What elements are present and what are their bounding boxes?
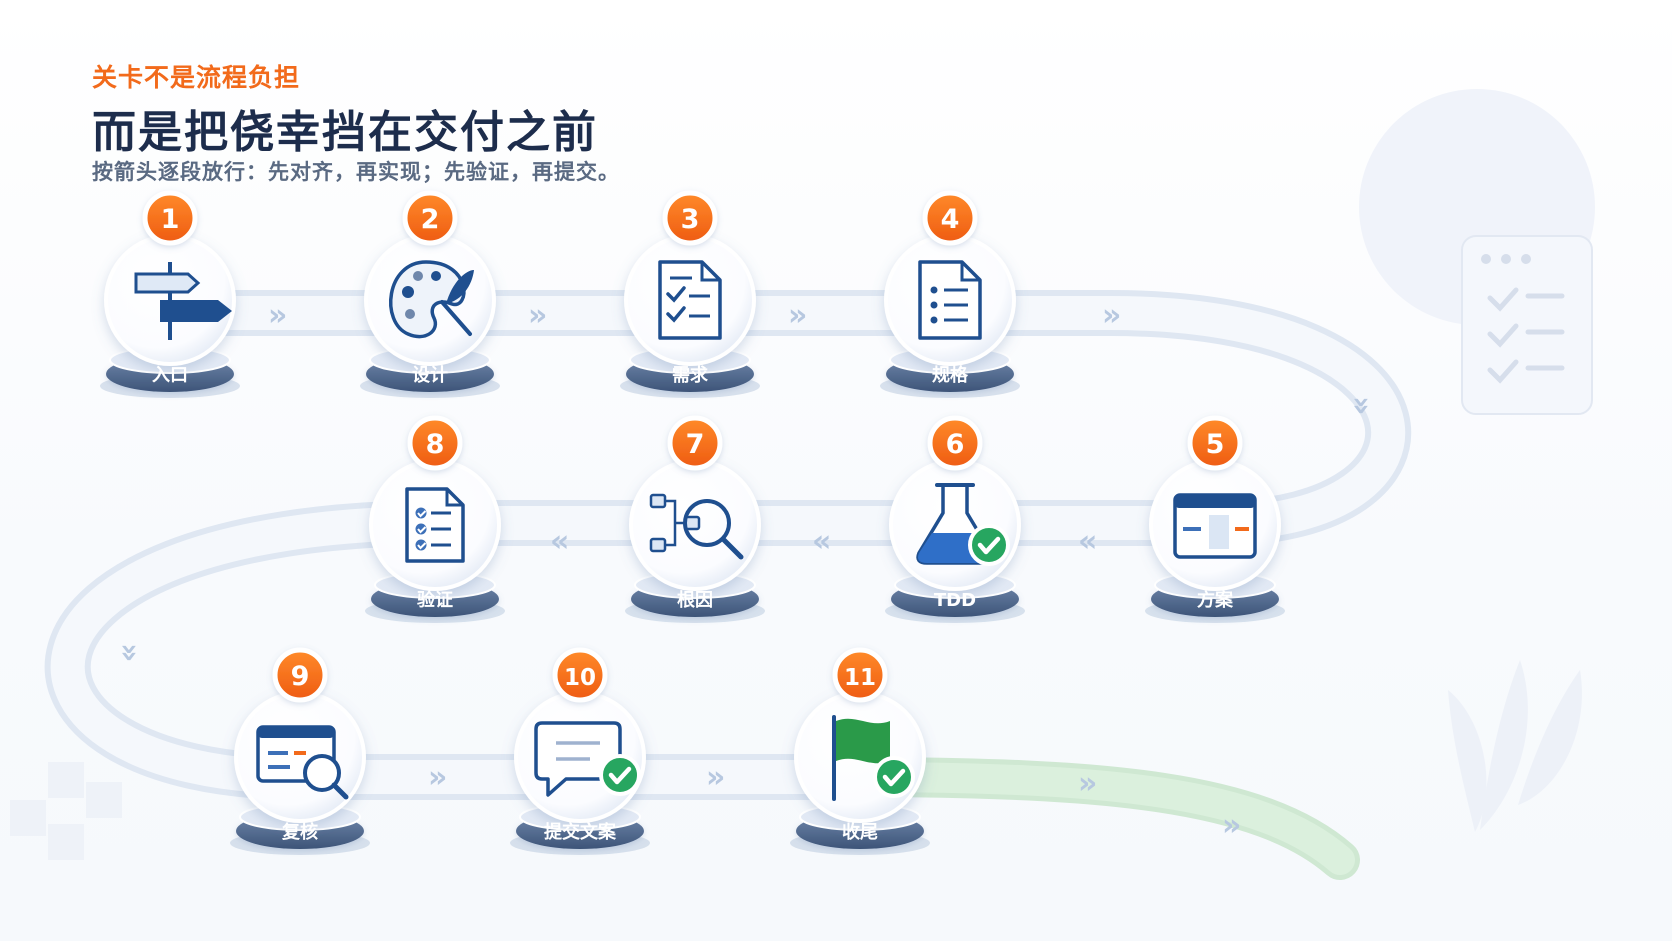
review-magnifier-icon (256, 725, 349, 800)
verify-checklist-icon (405, 487, 465, 563)
message-check-icon (534, 721, 641, 797)
step-label: 需求 (672, 364, 709, 386)
background-decoration (10, 89, 1595, 860)
step-label: 入口 (152, 365, 188, 386)
direction-arrows: » » » » » « « « » » » » » (112, 298, 1379, 843)
step-number-badge (552, 647, 608, 703)
step-node-10: 提交文案 10 (510, 647, 650, 855)
flag-check-icon (832, 715, 915, 801)
step-number-badge (927, 415, 983, 471)
spec-doc-icon (918, 260, 982, 340)
chevron-right-icon: » (1222, 808, 1241, 843)
step-node-6: TDD 6 (885, 415, 1025, 623)
step-node-11: 收尾 11 (790, 647, 930, 855)
step-label: 收尾 (842, 821, 878, 843)
step-node-5: 方案 5 (1145, 415, 1285, 623)
step-node-4: 规格 4 (880, 190, 1020, 398)
step-number-badge (832, 647, 888, 703)
step-number: 8 (426, 429, 445, 460)
root-cause-search-icon (649, 493, 744, 560)
chevron-left-icon: « (1078, 524, 1097, 559)
header-kicker: 关卡不是流程负担 (92, 63, 301, 92)
flask-check-icon (916, 483, 1010, 566)
chevron-right-icon: » (788, 298, 807, 333)
checklist-doc-icon (658, 260, 722, 340)
step-number: 1 (161, 204, 180, 235)
step-number-badge (402, 190, 458, 246)
chevron-down-icon: » (112, 643, 147, 662)
step-number-badge (662, 190, 718, 246)
chevron-right-icon: » (1102, 298, 1121, 333)
step-number-badge (407, 415, 463, 471)
step-number: 11 (844, 665, 876, 691)
step-number-badge (922, 190, 978, 246)
browser-window-icon (1173, 493, 1257, 559)
step-number: 4 (941, 204, 960, 235)
step-number-badge (1187, 415, 1243, 471)
step-number: 5 (1206, 429, 1225, 460)
step-label: 验证 (417, 589, 453, 611)
step-label: 根因 (677, 589, 713, 611)
page-subtitle: 按箭头逐段放行：先对齐，再实现；先验证，再提交。 (92, 160, 620, 184)
chevron-down-icon: » (1344, 396, 1379, 415)
step-number: 9 (291, 661, 310, 692)
chevron-left-icon: « (550, 524, 569, 559)
step-number-badge (272, 647, 328, 703)
chevron-right-icon: » (1078, 766, 1097, 801)
step-label: 规格 (932, 364, 969, 386)
step-number: 3 (681, 204, 700, 235)
step-node-3: 需求 3 (620, 190, 760, 398)
step-number: 7 (686, 429, 705, 460)
step-number: 6 (946, 429, 965, 460)
step-label: 提交文案 (544, 821, 617, 843)
chevron-right-icon: » (528, 298, 547, 333)
step-number-badge (667, 415, 723, 471)
step-node-1: 入口 1 (100, 190, 240, 398)
step-number: 2 (421, 204, 440, 235)
step-node-7: 根因 7 (625, 415, 765, 623)
step-label: 设计 (412, 364, 448, 386)
chevron-right-icon: » (268, 298, 287, 333)
step-number: 10 (564, 665, 596, 691)
step-node-8: 验证 8 (365, 415, 505, 623)
signpost-icon (134, 262, 232, 340)
chevron-right-icon: » (706, 760, 725, 795)
step-number-badge (142, 190, 198, 246)
palette-icon (388, 260, 474, 339)
page-title: 而是把侥幸挡在交付之前 (92, 107, 598, 158)
step-node-2: 设计 2 (360, 190, 500, 398)
chevron-right-icon: » (428, 760, 447, 795)
step-label: 复核 (281, 821, 318, 843)
step-label: TDD (934, 590, 976, 611)
step-node-9: 复核 9 (230, 647, 370, 855)
chevron-left-icon: « (812, 524, 831, 559)
step-label: 方案 (1197, 589, 1234, 611)
